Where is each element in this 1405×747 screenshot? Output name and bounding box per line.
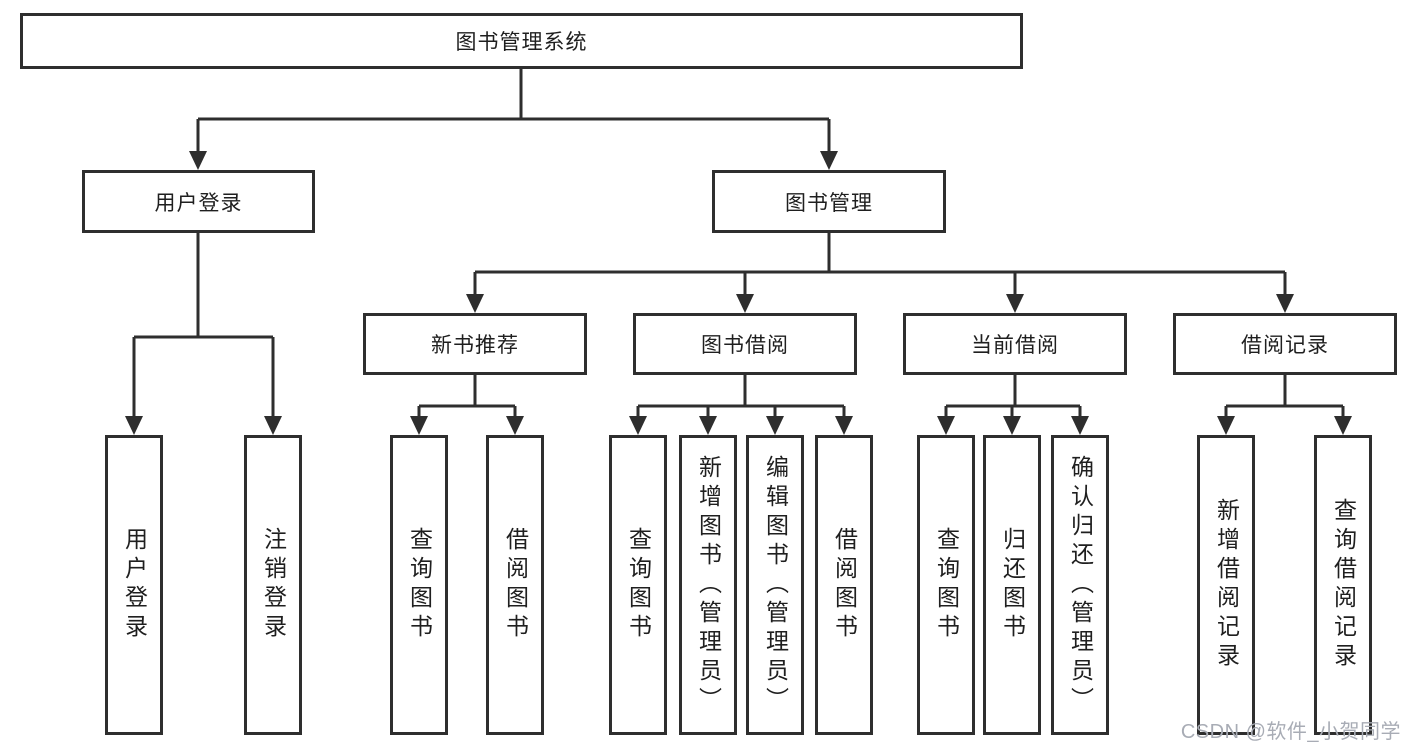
node-label: 当前借阅 [971,334,1059,357]
node-label: 图书管理系统 [455,31,588,54]
node-label: 查询图书 [406,527,433,643]
node-label: 确认归还（管理员） [1067,454,1094,716]
node-label: 查询借阅记录 [1330,498,1357,672]
node-label: 归还图书 [999,527,1026,643]
node-label: 新增图书（管理员） [695,454,722,716]
arrow-down-icon [1071,416,1089,435]
node-borrow-records: 借阅记录 [1173,313,1397,375]
arrow-down-icon [410,416,428,435]
node-new-book-recommend: 新书推荐 [363,313,587,375]
node-book-management: 图书管理 [712,170,946,233]
node-label: 图书管理 [785,191,873,215]
node-label: 借阅图书 [831,527,858,643]
arrow-down-icon [1334,416,1352,435]
arrow-down-icon [835,416,853,435]
arrow-down-icon [1003,416,1021,435]
arrow-down-icon [629,416,647,435]
arrow-down-icon [466,294,484,313]
arrow-down-icon [736,294,754,313]
node-label: 新书推荐 [431,334,519,357]
arrow-down-icon [125,416,143,435]
leaf-borrow-books: 借阅图书 [815,435,873,735]
leaf-query-books-recommend: 查询图书 [390,435,448,735]
node-label: 图书借阅 [701,334,789,357]
node-label: 注销登录 [260,527,287,643]
node-label: 编辑图书（管理员） [762,454,789,716]
node-user-login: 用户登录 [82,170,315,233]
arrow-down-icon [506,416,524,435]
node-label: 查询图书 [625,527,652,643]
leaf-borrow-books-recommend: 借阅图书 [486,435,544,735]
node-label: 借阅图书 [502,527,529,643]
node-current-borrow: 当前借阅 [903,313,1127,375]
arrow-down-icon [820,151,838,170]
leaf-add-book-admin: 新增图书（管理员） [679,435,737,735]
node-label: 查询图书 [933,527,960,643]
arrow-down-icon [1217,416,1235,435]
leaf-add-borrow-record: 新增借阅记录 [1197,435,1255,735]
leaf-edit-book-admin: 编辑图书（管理员） [746,435,804,735]
arrow-down-icon [766,416,784,435]
leaf-query-books-borrow: 查询图书 [609,435,667,735]
leaf-query-borrow-record: 查询借阅记录 [1314,435,1372,735]
leaf-confirm-return-admin: 确认归还（管理员） [1051,435,1109,735]
node-label: 借阅记录 [1241,334,1329,357]
leaf-query-books-current: 查询图书 [917,435,975,735]
node-label: 用户登录 [121,527,148,643]
arrow-down-icon [937,416,955,435]
arrow-down-icon [699,416,717,435]
arrow-down-icon [1006,294,1024,313]
arrow-down-icon [1276,294,1294,313]
arrow-down-icon [189,151,207,170]
arrow-down-icon [264,416,282,435]
leaf-return-book: 归还图书 [983,435,1041,735]
node-book-borrow: 图书借阅 [633,313,857,375]
csdn-watermark: CSDN @软件_小贺同学 [1180,721,1401,743]
node-library-system: 图书管理系统 [20,13,1023,69]
node-label: 用户登录 [154,191,243,215]
leaf-user-login: 用户登录 [105,435,163,735]
leaf-logout: 注销登录 [244,435,302,735]
node-label: 新增借阅记录 [1213,498,1240,672]
